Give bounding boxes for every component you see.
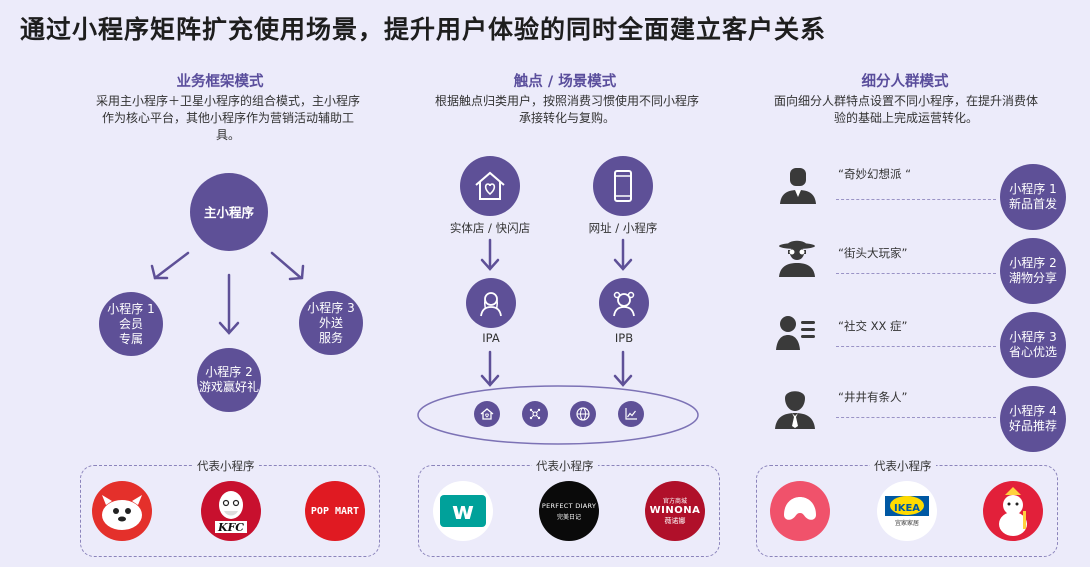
col2-heading: 触点 / 场景模式 (513, 74, 617, 90)
ikea-sub: 宜家家居 (894, 519, 919, 527)
watsons-logo: w (433, 481, 493, 541)
sat1-line1: 小程序 1 (107, 301, 155, 316)
mixue-logo (983, 481, 1043, 541)
winona-text: WINONA (649, 505, 701, 516)
satellite-node-3: 小程序 3 外送 服务 (299, 291, 363, 355)
winona-top: 官方商城 (662, 498, 687, 505)
sat2-line1: 小程序 2 (205, 365, 253, 379)
main-miniprogram-node: 主小程序 (190, 173, 268, 251)
popmart-logo: POP MART (305, 481, 365, 541)
segment-node-3: 小程序 3 省心优选 (1000, 312, 1066, 378)
phone-icon (614, 170, 632, 202)
segment-quote-4: “井井有条人” (838, 390, 908, 404)
col3-desc: 面向细分人群特点设置不同小程序，在提升消费体验的基础上完成运营转化。 (773, 94, 1038, 125)
spy-icon (779, 240, 815, 277)
sat1-line3: 专属 (118, 331, 143, 346)
page-title: 通过小程序矩阵扩充使用场景，提升用户体验的同时全面建立客户关系 (20, 15, 827, 44)
segment-tag-2: 潮物分享 (1008, 271, 1057, 285)
sat3-line2: 外送 (318, 315, 343, 330)
segment-name-3: 小程序 3 (1009, 330, 1057, 344)
sat3-line3: 服务 (318, 330, 343, 345)
kfc-logo: KFC (201, 481, 261, 541)
winona-logo: 官方商城 WINONA 薇诺娜 (645, 481, 705, 541)
segment-node-4: 小程序 4 好品推荐 (1000, 386, 1066, 452)
pink-app-logo (770, 481, 830, 541)
segment-dash-2 (836, 273, 996, 274)
girl-icon (613, 291, 635, 317)
globe-icon (570, 401, 596, 427)
winona-sub: 薇诺娜 (664, 517, 686, 525)
rep-label-1: 代表小程序 (193, 458, 259, 474)
house-heart-icon (475, 171, 505, 200)
perfect-diary-logo: PERFECT DIARY 完美日记 (539, 481, 599, 541)
user-tie-icon (775, 391, 815, 429)
watsons-text: w (451, 497, 475, 525)
segment-dash-4 (836, 417, 996, 418)
ipb-label: IPB (614, 331, 634, 345)
user-list-icon (776, 316, 815, 350)
segment-node-1: 小程序 1 新品首发 (1000, 164, 1066, 230)
web-node (593, 156, 653, 216)
kfc-text: KFC (217, 521, 245, 534)
network-icon (522, 401, 548, 427)
main-node-label: 主小程序 (203, 204, 254, 220)
perfect-diary-sub: 完美日记 (556, 513, 581, 521)
ikea-text: IKEA (893, 503, 921, 514)
segment-quote-3: “社交 XX 症” (838, 319, 908, 333)
segment-tag-1: 新品首发 (1008, 197, 1057, 211)
col1-heading: 业务框架模式 (176, 74, 264, 90)
segment-tag-3: 省心优选 (1008, 345, 1057, 359)
ikea-logo: IKEA 宜家家居 (877, 481, 937, 541)
perfect-diary-text: PERFECT DIARY (541, 501, 597, 510)
ipb-node (599, 278, 649, 328)
segment-name-4: 小程序 4 (1009, 404, 1057, 418)
rep-label-2: 代表小程序 (532, 458, 598, 474)
popmart-text: POP MART (310, 505, 360, 517)
satellite-node-1: 小程序 1 会员 专属 (99, 292, 163, 356)
col1-desc: 采用主小程序＋卫星小程序的组合模式，主小程序作为核心平台，其他小程序作为营销活动… (95, 94, 360, 142)
chart-icon (618, 401, 644, 427)
col3-heading: 细分人群模式 (861, 74, 949, 90)
segment-node-2: 小程序 2 潮物分享 (1000, 238, 1066, 304)
sat3-line1: 小程序 3 (307, 300, 355, 315)
jd-logo (92, 481, 152, 541)
sat1-line2: 会员 (118, 316, 143, 331)
segment-dash-3 (836, 346, 996, 347)
house-icon (474, 401, 500, 427)
store-node (460, 156, 520, 216)
segment-name-1: 小程序 1 (1009, 182, 1057, 196)
sat2-line2: 游戏赢好礼 (198, 380, 259, 394)
segment-quote-2: “街头大玩家” (838, 246, 908, 260)
rep-label-3: 代表小程序 (870, 458, 936, 474)
satellite-node-2: 小程序 2 游戏赢好礼 (197, 348, 261, 412)
store-label: 实体店 / 快闪店 (449, 221, 531, 235)
web-label: 网址 / 小程序 (588, 221, 658, 235)
ipa-label: IPA (482, 331, 500, 345)
segment-name-2: 小程序 2 (1009, 256, 1057, 270)
segment-dash-1 (836, 199, 996, 200)
col2-desc: 根据触点归类用户，按照消费习惯使用不同小程序承接转化与复购。 (434, 94, 699, 125)
segment-tag-4: 好品推荐 (1008, 419, 1057, 433)
user-suit-icon (780, 168, 816, 204)
woman-icon (480, 292, 502, 317)
segment-quote-1: “奇妙幻想派 “ (838, 167, 912, 181)
ipa-node (466, 278, 516, 328)
